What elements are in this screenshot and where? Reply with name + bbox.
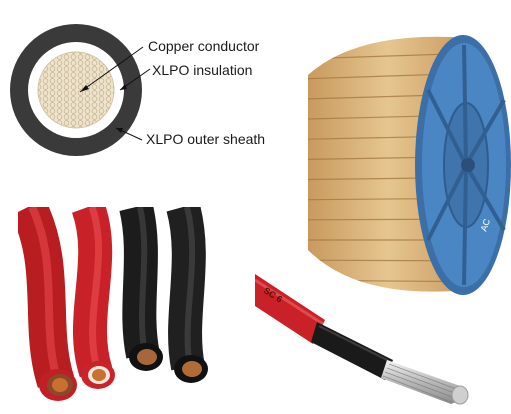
conductor-label: Copper conductor	[148, 38, 260, 54]
cable-reel-svg: AC	[308, 35, 511, 295]
red-cable-2-copper	[92, 369, 106, 381]
insulation-label: XLPO insulation	[152, 62, 253, 78]
cross-section-svg	[10, 24, 151, 156]
black-inner-insulation	[311, 322, 393, 380]
reel-hub	[461, 158, 475, 172]
reel-stencil-text: AC	[478, 217, 492, 233]
conductor-leader-line	[79, 46, 144, 93]
sheath-label: XLPO outer sheath	[146, 131, 266, 147]
red-black-cables-photo	[18, 207, 213, 412]
reel-spokes	[426, 44, 506, 286]
cable-cross-section-diagram: Copper conductor XLPO insulation XLPO ou…	[0, 0, 280, 200]
black-cable-1-copper	[137, 349, 157, 365]
copper-conductor-core	[37, 51, 115, 129]
wooden-cable-reel-photo: AC	[268, 20, 511, 320]
insulation-arrowhead	[120, 84, 127, 90]
strand-tip	[451, 385, 469, 405]
stripped-cable-svg: SC 6	[255, 274, 469, 405]
black-cable-2-copper	[182, 361, 202, 377]
wood-slats	[308, 51, 468, 283]
red-cable-1-copper	[52, 378, 68, 392]
cables-svg	[18, 207, 208, 401]
conductor-arrowhead	[80, 85, 89, 92]
sheath-arrowhead	[116, 128, 123, 133]
stripped-cable-photo: SC 6	[255, 262, 511, 414]
